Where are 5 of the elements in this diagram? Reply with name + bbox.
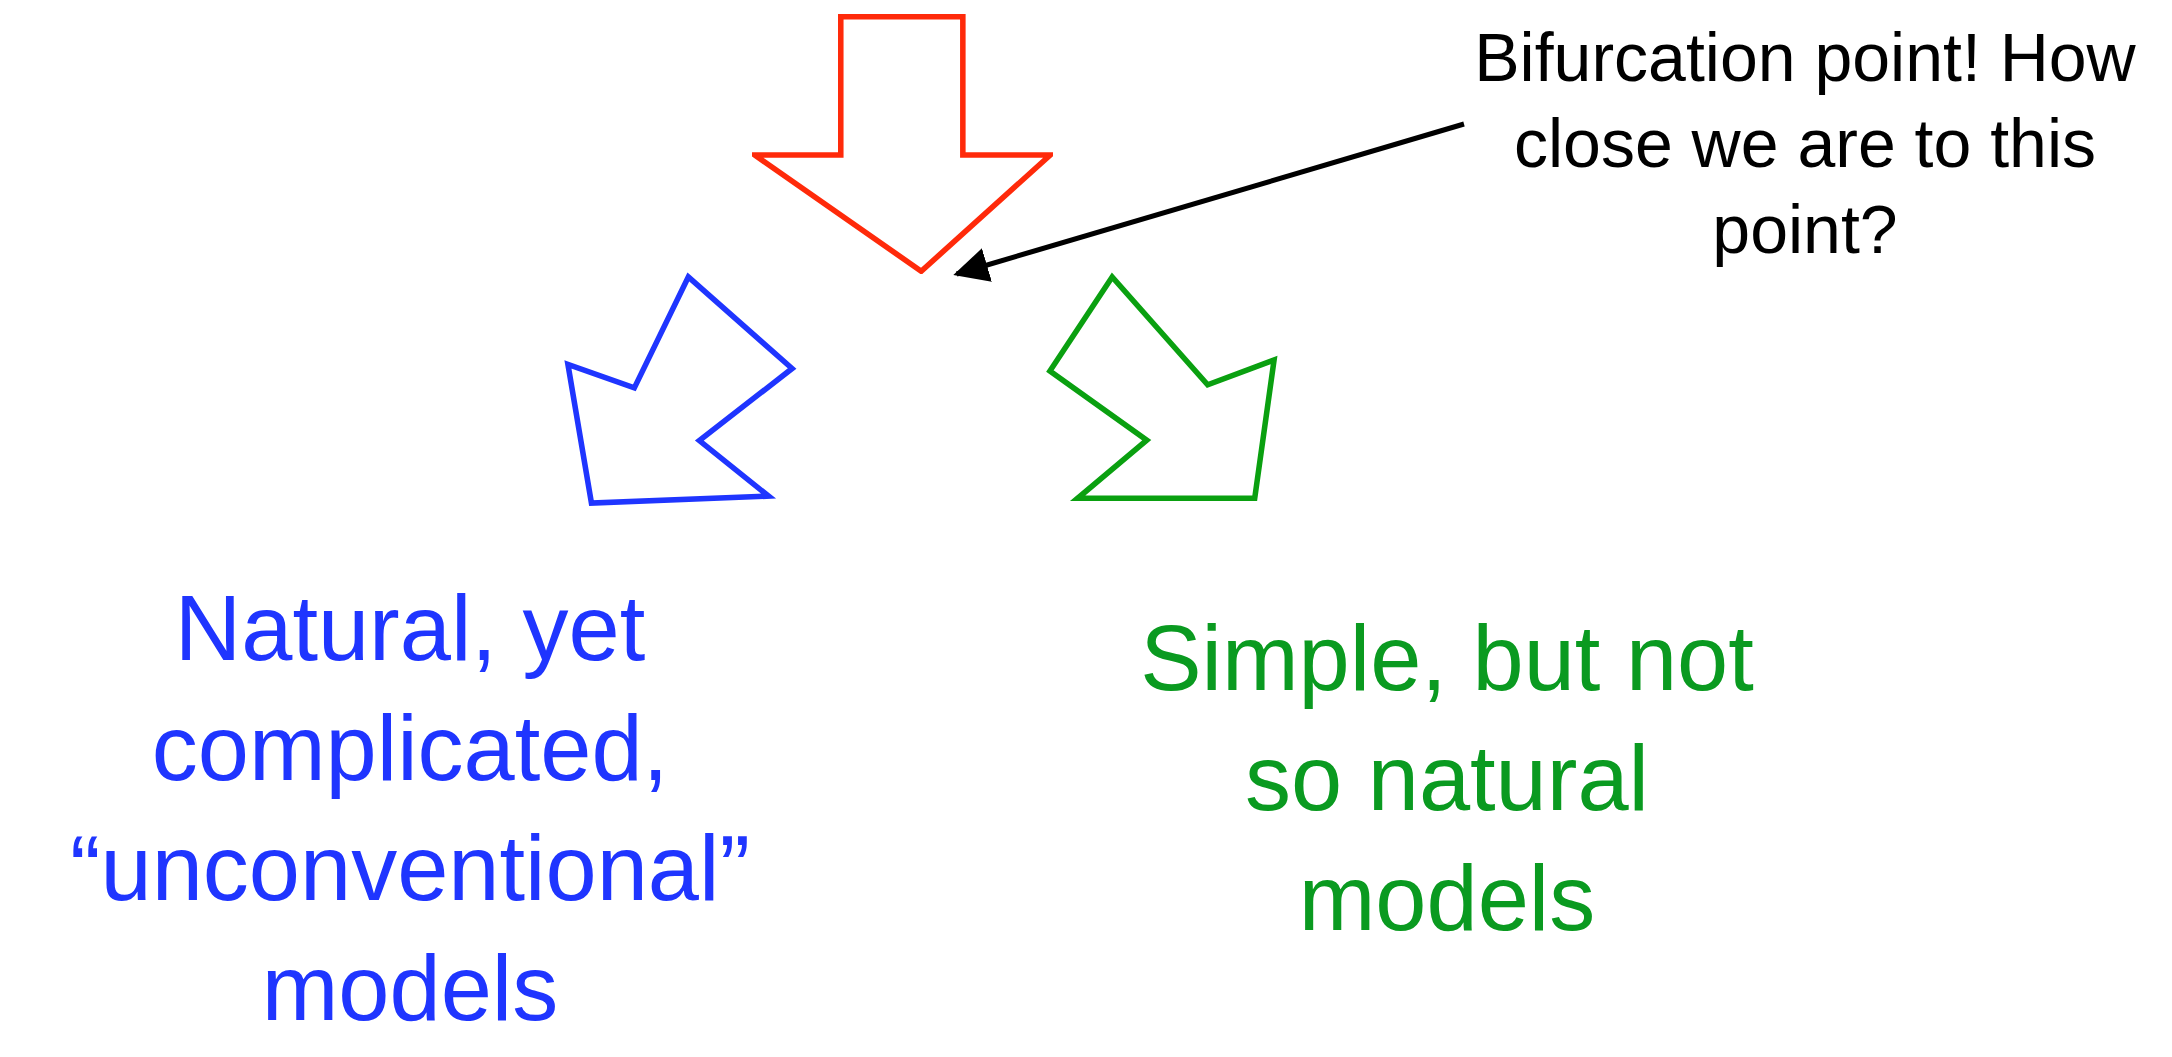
- outcome-text: Natural, yet complicated, “unconventional” models: [68, 576, 752, 1041]
- outcome-text: Simple, but not so natural models: [1139, 606, 1755, 951]
- hollow-arrow: [752, 14, 1053, 274]
- leader-arrow: [953, 121, 1465, 282]
- callout-text: Bifurcation point! How close we are to this point?: [1473, 18, 2137, 269]
